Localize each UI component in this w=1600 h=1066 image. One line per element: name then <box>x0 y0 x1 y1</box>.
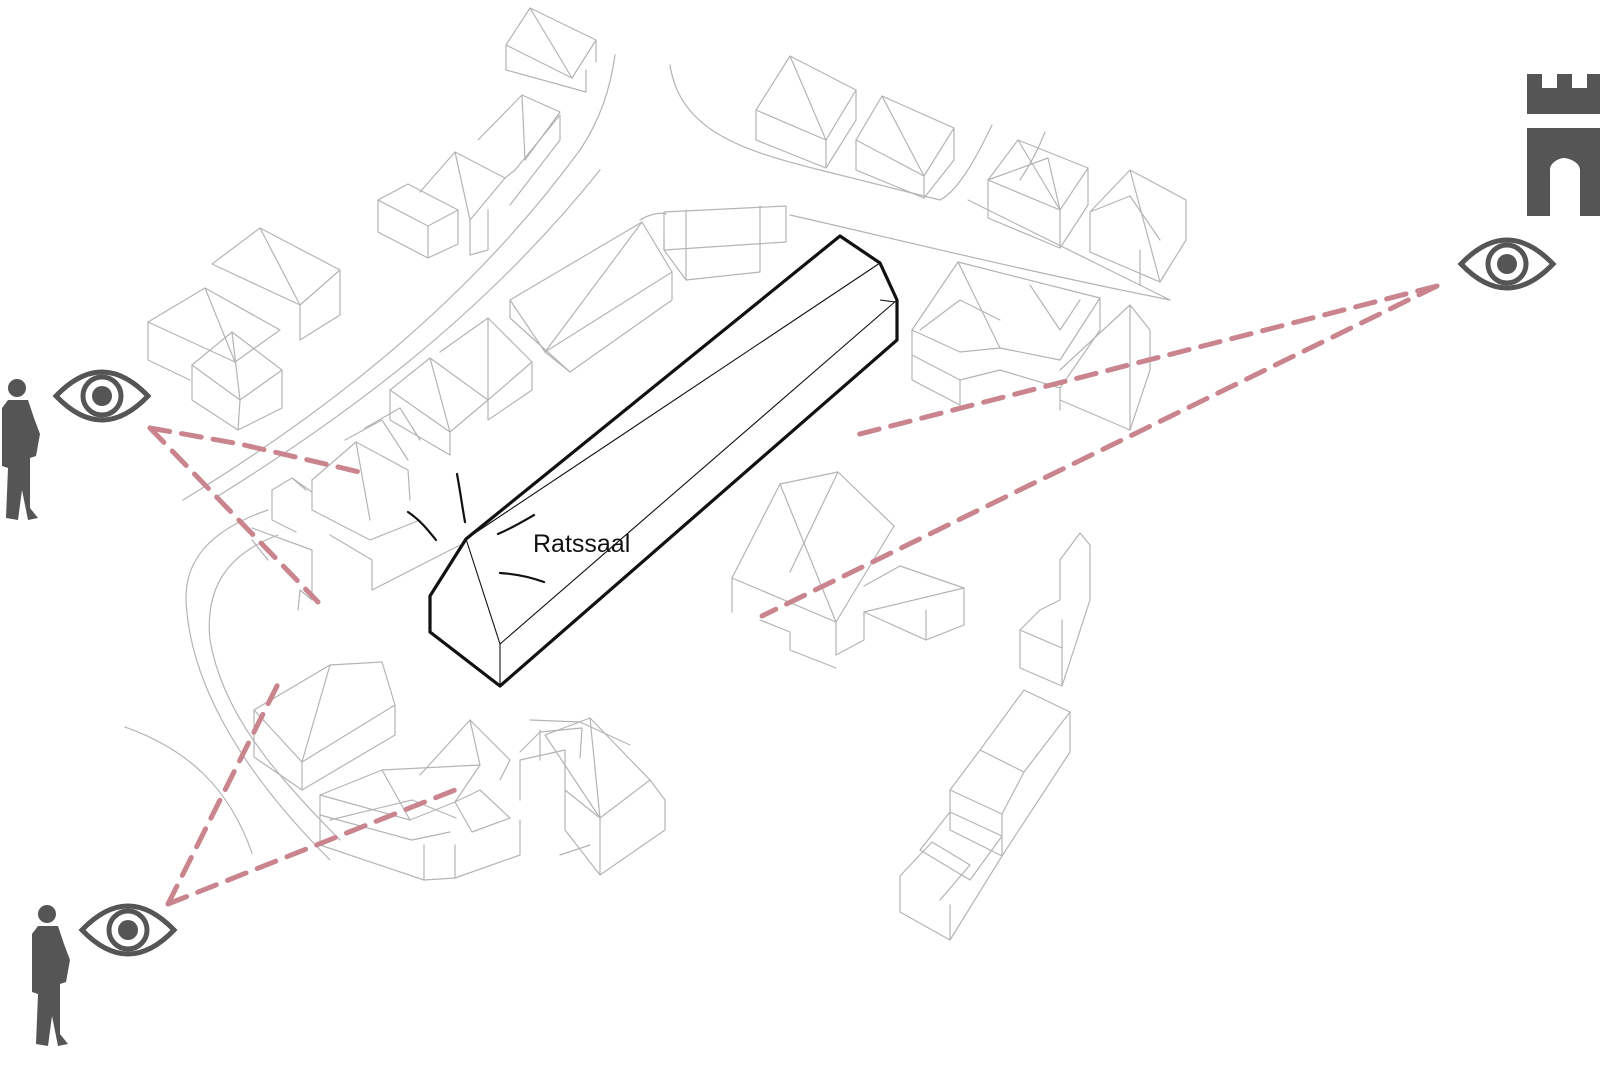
house-top-right-1 <box>755 55 857 169</box>
person-icon <box>32 905 70 1046</box>
house-block-right-stack <box>899 689 1071 941</box>
streets <box>124 54 1171 861</box>
house-row-upper-left <box>377 94 561 259</box>
sight-line <box>759 283 1440 619</box>
ratssaal-label: Ratssaal <box>533 530 630 558</box>
house-bottom-complex <box>319 719 631 881</box>
house-thin-right <box>1019 532 1091 687</box>
sight-line <box>147 425 321 605</box>
house-center-right <box>731 471 965 669</box>
house-top-1 <box>505 7 597 93</box>
house-courtyard-right <box>911 261 1151 431</box>
sight-line <box>165 677 283 907</box>
house-top-right-4 <box>1089 169 1187 286</box>
sight-line <box>165 783 468 907</box>
eye-icon <box>1457 237 1557 291</box>
context-buildings <box>147 7 1187 941</box>
house-bottom-right-of-complex <box>544 717 666 876</box>
emphasis-strokes <box>406 472 546 584</box>
house-top-right-2 <box>855 95 955 199</box>
ratssaal-building <box>428 234 899 688</box>
house-bottom-left-row <box>251 527 396 791</box>
house-cluster-left <box>147 227 341 431</box>
person-icon <box>2 379 40 520</box>
sight-line <box>849 283 1440 439</box>
sight-lines <box>147 283 1440 907</box>
house-garage-top <box>639 205 787 281</box>
castle-tower-icon <box>1527 74 1600 216</box>
house-row-middle <box>271 221 673 591</box>
eye-icon <box>52 369 152 423</box>
eye-icon <box>78 903 178 957</box>
house-top-right-3 <box>987 139 1089 249</box>
sight-line <box>147 425 371 477</box>
